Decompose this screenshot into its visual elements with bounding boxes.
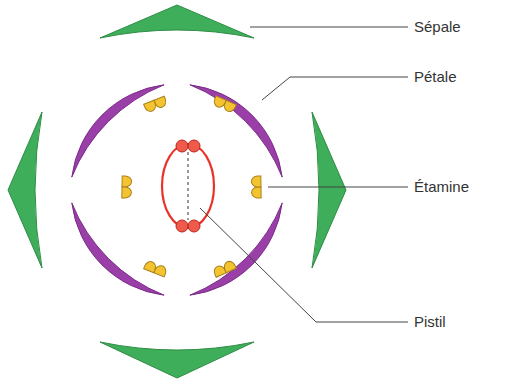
anther-lobe (122, 176, 132, 187)
pistil-shape (162, 140, 214, 232)
anther-lobe (251, 176, 261, 187)
pistil-outline (162, 144, 214, 228)
sepal-shape (100, 342, 254, 378)
petal-shape (190, 85, 282, 177)
stamen-symbol (212, 96, 236, 113)
stamen-symbol (144, 260, 168, 277)
stamen-symbol (144, 96, 168, 113)
ovule-dot (188, 220, 200, 232)
sepal-shape (100, 5, 254, 38)
stamen-symbol (122, 176, 132, 198)
stamen-symbol (212, 260, 236, 278)
stamens (122, 96, 261, 277)
anther-lobe (154, 264, 168, 277)
anther-lobe (212, 96, 226, 109)
part-label: Sépale (414, 18, 461, 36)
part-label: Étamine (414, 178, 469, 196)
anther-lobe (154, 96, 168, 109)
petal-shape (72, 85, 164, 177)
petals (72, 85, 282, 295)
leader-line (200, 208, 408, 322)
ovule-dot (176, 140, 188, 152)
anther-lobe (122, 187, 132, 198)
petal-shape (190, 203, 282, 295)
anther-lobe (144, 100, 158, 113)
ovule-dot (188, 140, 200, 152)
part-label: Pétale (414, 68, 457, 86)
part-label: Pistil (414, 313, 446, 331)
leader-line (262, 77, 408, 100)
leader-line (268, 187, 408, 188)
anther-lobe (222, 260, 236, 273)
sepal-shape (312, 112, 346, 268)
petal-shape (72, 203, 164, 295)
sepal-shape (8, 112, 42, 268)
leader-line (250, 27, 408, 28)
stamen-symbol (251, 176, 261, 198)
anther-lobe (252, 187, 262, 198)
sepals (8, 5, 346, 378)
pistil-dashed-line (187, 152, 188, 220)
leader-lines (200, 27, 408, 322)
ovule-dot (176, 220, 188, 232)
